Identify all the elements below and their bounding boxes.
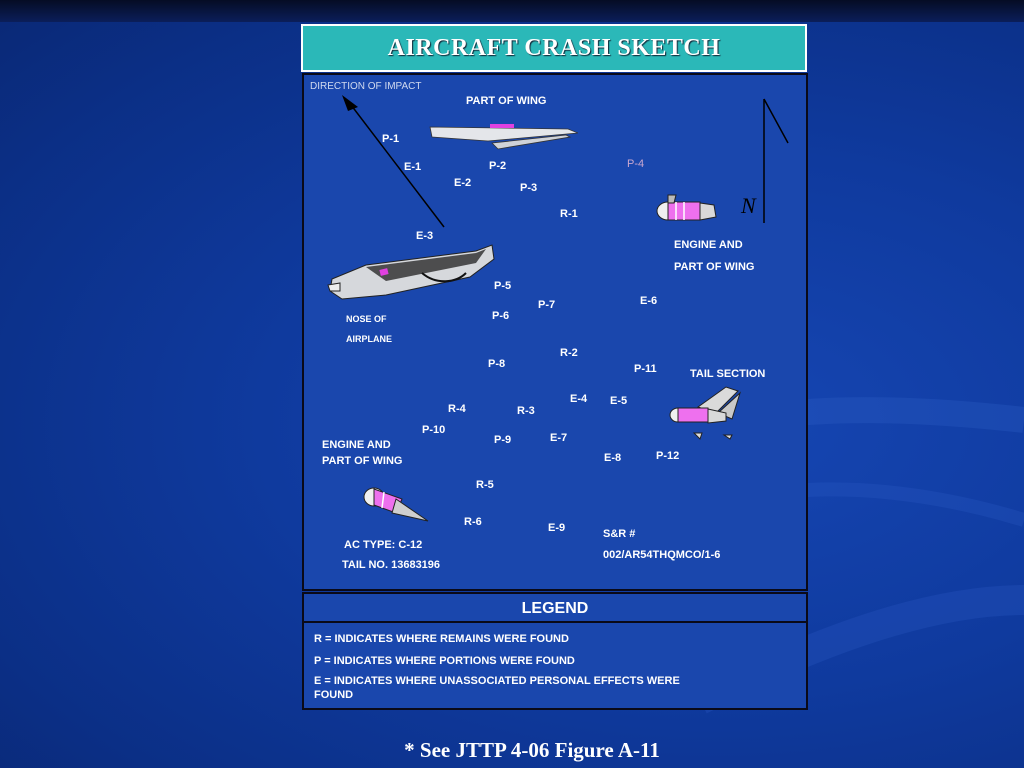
- marker-p5: P-5: [494, 280, 512, 292]
- north-symbol: N: [741, 193, 756, 218]
- fuselage-nose-icon: [327, 244, 495, 300]
- marker-e8: E-8: [604, 452, 622, 464]
- marker-e4: E-4: [570, 393, 588, 405]
- marker-r5: R-5: [476, 479, 494, 491]
- footer-note: * See JTTP 4-06 Figure A-11: [0, 738, 1024, 763]
- impact-arrow-icon: [342, 95, 445, 228]
- tail-section-label: TAIL SECTION: [690, 368, 766, 380]
- footer-text: * See JTTP 4-06 Figure A-11: [404, 738, 660, 762]
- top-band: [0, 0, 1024, 22]
- page-title: AIRCRAFT CRASH SKETCH: [387, 34, 721, 61]
- marker-e3: E-3: [416, 230, 434, 242]
- marker-p7: P-7: [538, 299, 556, 311]
- marker-p12: P-12: [656, 450, 680, 462]
- sr-label: S&R #: [603, 528, 636, 540]
- part-of-wing-label: PART OF WING: [466, 95, 547, 107]
- left-engine-icon: [363, 487, 429, 522]
- north-arrow-icon: [763, 98, 789, 223]
- legend-item-effects: E = INDICATES WHERE UNASSOCIATED PERSONA…: [314, 675, 680, 701]
- marker-r1: R-1: [560, 208, 578, 220]
- tail-number-label: TAIL NO. 13683196: [342, 559, 441, 571]
- engine-wing-left-label-1: ENGINE AND: [322, 439, 391, 451]
- title-banner: AIRCRAFT CRASH SKETCH: [301, 24, 807, 72]
- ac-type-label: AC TYPE: C-12: [344, 539, 423, 551]
- marker-e6: E-6: [640, 295, 658, 307]
- right-engine-icon: [656, 194, 717, 221]
- marker-e9: E-9: [548, 522, 566, 534]
- marker-r3: R-3: [517, 405, 535, 417]
- legend-item-portions: P = INDICATES WHERE PORTIONS WERE FOUND: [314, 655, 575, 667]
- wing-fragment-icon: [429, 124, 578, 150]
- marker-e7: E-7: [550, 432, 568, 444]
- engine-wing-right-label-1: ENGINE AND: [674, 239, 743, 251]
- marker-e1: E-1: [404, 161, 422, 173]
- tail-section-icon: [669, 386, 742, 440]
- marker-p8: P-8: [488, 358, 506, 370]
- legend-item-remains: R = INDICATES WHERE REMAINS WERE FOUND: [314, 633, 569, 645]
- marker-p3: P-3: [520, 182, 538, 194]
- engine-wing-left-label-2: PART OF WING: [322, 455, 403, 467]
- marker-p1: P-1: [382, 133, 400, 145]
- marker-p4: P-4: [627, 158, 645, 170]
- marker-r6: R-6: [464, 516, 482, 528]
- marker-r2: R-2: [560, 347, 578, 359]
- marker-p6: P-6: [492, 310, 510, 322]
- direction-of-impact-label: DIRECTION OF IMPACT: [310, 81, 422, 92]
- marker-p2: P-2: [489, 160, 507, 172]
- legend-panel: LEGEND R = INDICATES WHERE REMAINS WERE …: [302, 592, 808, 710]
- sr-number-label: 002/AR54THQMCO/1-6: [603, 549, 721, 561]
- marker-e5: E-5: [610, 395, 628, 407]
- engine-wing-right-label-2: PART OF WING: [674, 261, 755, 273]
- crash-sketch-panel: N DIRECTION OF IMPA: [302, 73, 808, 591]
- legend-title: LEGEND: [304, 594, 806, 623]
- nose-label-1: NOSE OF: [346, 314, 387, 324]
- marker-p10: P-10: [422, 424, 446, 436]
- marker-p11: P-11: [634, 363, 657, 375]
- marker-r4: R-4: [448, 403, 466, 415]
- nose-label-2: AIRPLANE: [346, 334, 393, 344]
- marker-e2: E-2: [454, 177, 472, 189]
- marker-p9: P-9: [494, 434, 512, 446]
